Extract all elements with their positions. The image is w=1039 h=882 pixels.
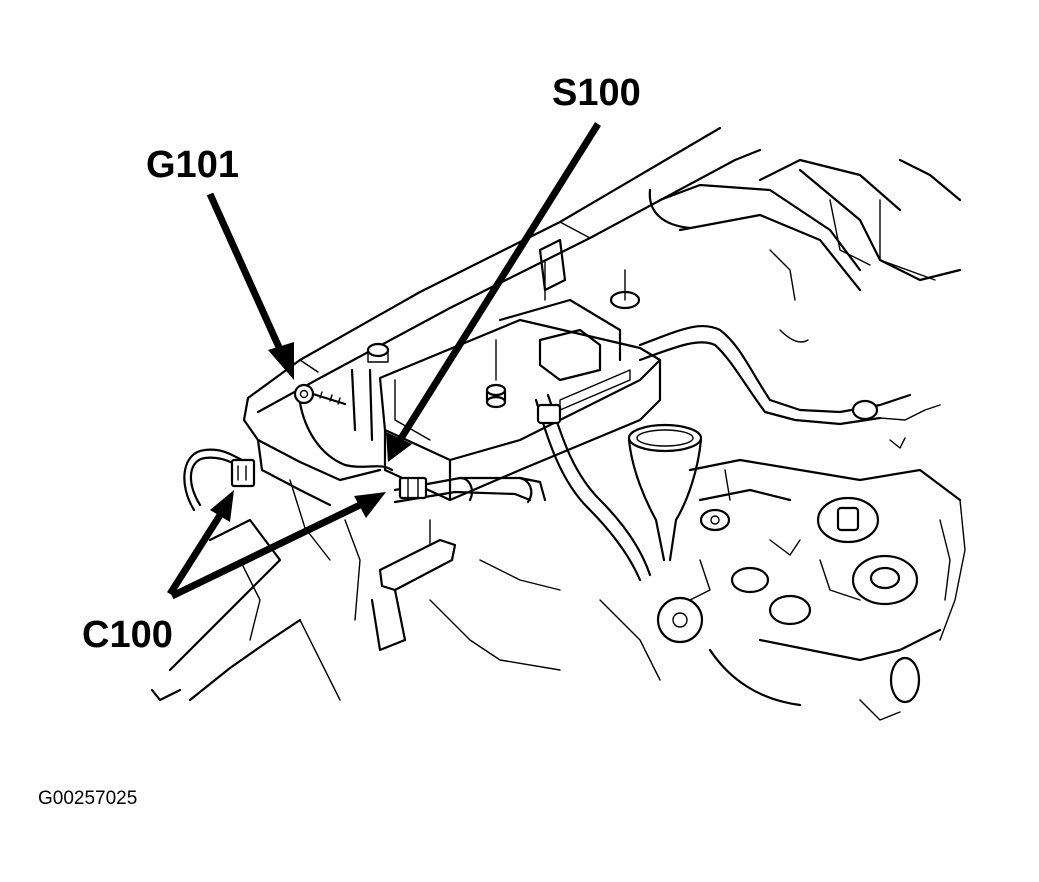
lower-bracket: [370, 519, 457, 652]
left-connector: [183, 448, 256, 512]
figure-id: G00257025: [38, 788, 138, 809]
hood-outline: [246, 126, 762, 414]
lower-frame: [239, 519, 661, 701]
lower-harness: [393, 476, 547, 504]
coolant-funnel: [627, 423, 703, 562]
ground-strap: [293, 342, 394, 472]
fender-bracket: [150, 396, 382, 702]
s100-arrow: [386, 122, 601, 462]
harness-to-funnel: [534, 393, 652, 582]
c100-arrow-left: [167, 490, 234, 596]
engine-block: [656, 458, 966, 721]
battery-tray: [498, 238, 622, 382]
callout-c100: C100: [82, 614, 173, 656]
battery: [378, 269, 662, 502]
callout-s100: S100: [552, 72, 641, 114]
g101-arrow: [206, 192, 294, 380]
battery-cable: [638, 324, 941, 449]
c100-arrow-right: [170, 492, 386, 600]
engine-top: [648, 158, 962, 343]
callout-g101: G101: [146, 144, 239, 186]
